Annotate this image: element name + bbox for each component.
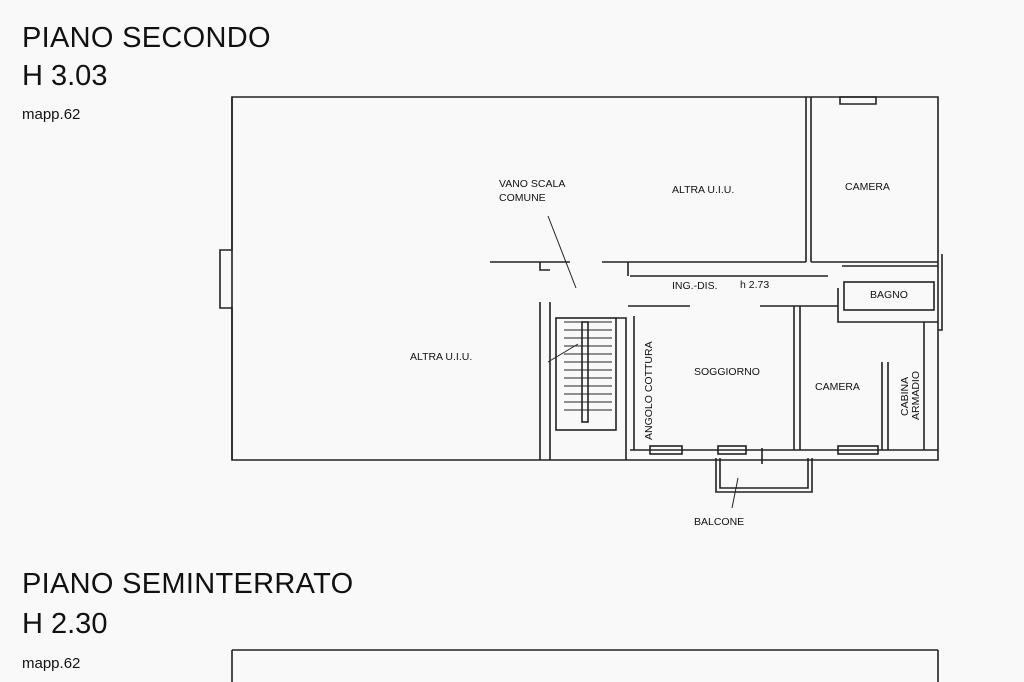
left-bay-wall xyxy=(219,97,233,460)
label-altra-uiu-top: ALTRA U.I.U. xyxy=(672,184,734,196)
floor-height-basement: H 2.30 xyxy=(22,608,108,640)
leader-vano-scala xyxy=(547,215,577,289)
walls xyxy=(219,96,943,682)
label-bagno: BAGNO xyxy=(870,289,908,301)
label-armadio: ARMADIO xyxy=(910,371,922,420)
label-ing-dis: ING.-DIS. xyxy=(672,280,718,292)
label-angolo-cottura: ANGOLO COTTURA xyxy=(643,341,655,440)
stair-handrail xyxy=(581,321,589,423)
window-south-3 xyxy=(837,445,879,455)
stair-arrow-line xyxy=(547,343,579,363)
leader-balcone xyxy=(731,477,739,509)
label-camera-top: CAMERA xyxy=(845,181,890,193)
window-camera-top xyxy=(839,96,877,105)
floor-height-second: H 3.03 xyxy=(22,60,108,92)
label-vano-scala-line2: COMUNE xyxy=(499,192,546,204)
wall-altra-uiu-right xyxy=(805,97,812,262)
wall-bagno xyxy=(837,265,938,323)
label-camera-bottom: CAMERA xyxy=(815,381,860,393)
map-parcel-label-second: mapp.62 xyxy=(22,106,81,123)
label-vano-scala-line1: VANO SCALA xyxy=(499,178,565,190)
wall-east-bump xyxy=(938,254,943,331)
map-parcel-label-basement: mapp.62 xyxy=(22,655,81,672)
stair-well xyxy=(555,317,617,431)
outer-wall xyxy=(231,96,939,461)
wall-soggiorno-right xyxy=(793,306,801,450)
window-south-2 xyxy=(717,445,747,455)
stair-treads xyxy=(564,321,612,411)
basement-outline xyxy=(231,649,939,682)
label-ing-height: h 2.73 xyxy=(740,279,769,291)
wall-stair-left xyxy=(539,302,551,460)
window-south-1 xyxy=(649,445,683,455)
label-cabina: CABINA xyxy=(899,377,911,416)
label-balcone: BALCONE xyxy=(694,516,744,528)
wall-stair-top xyxy=(539,262,550,271)
floor-title-second: PIANO SECONDO xyxy=(22,22,271,54)
wall-corridor-inner xyxy=(627,262,828,277)
balcony xyxy=(715,458,813,493)
wall-cabina xyxy=(881,362,889,450)
label-altra-uiu-left: ALTRA U.I.U. xyxy=(410,351,472,363)
wall-stair-right xyxy=(616,317,627,460)
bagno-box xyxy=(843,281,935,311)
label-soggiorno: SOGGIORNO xyxy=(694,366,760,378)
floor-title-basement: PIANO SEMINTERRATO xyxy=(22,568,354,600)
